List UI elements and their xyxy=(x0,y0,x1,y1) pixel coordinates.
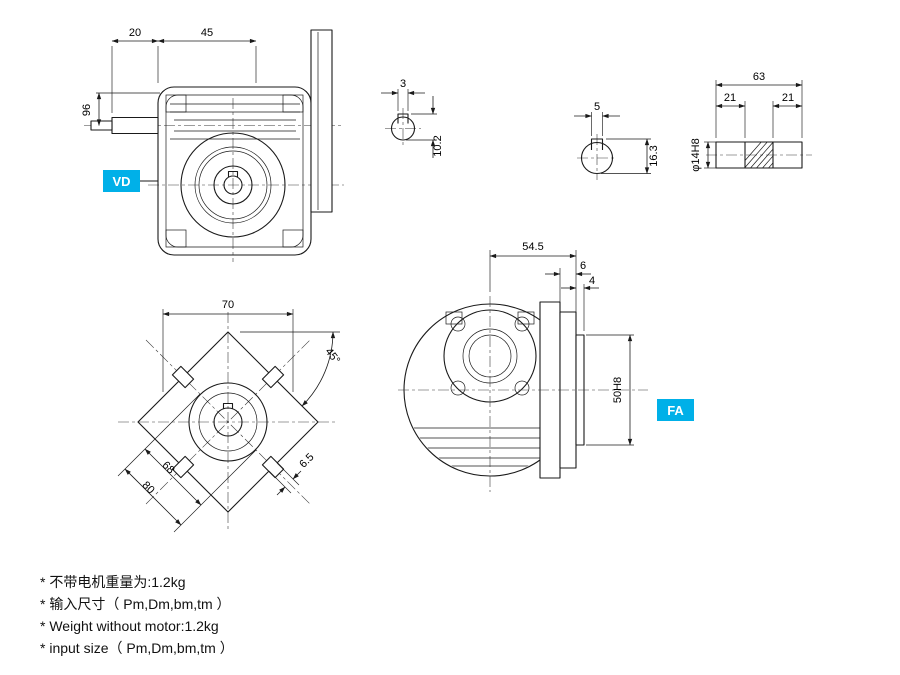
shaft-section-circle2 xyxy=(580,141,614,175)
keyway-slot xyxy=(397,113,409,124)
dim-50h8: 50H8 xyxy=(586,334,634,446)
shaft-section-circle xyxy=(390,116,416,141)
keyway-slot2 xyxy=(590,138,604,150)
notes-block: * 不带电机重量为:1.2kg * 输入尺寸（ Pm,Dm,bm,tm ） * … xyxy=(40,571,234,659)
dim-4: 4 xyxy=(561,275,599,331)
dim-3: 3 xyxy=(381,78,425,111)
hatch-pattern xyxy=(745,142,773,168)
view-shaft-section: 63 21 21 φ14H8 xyxy=(690,71,812,172)
output-ring-circle xyxy=(194,146,272,224)
gearbox-body-inner xyxy=(165,94,304,248)
output-hub-circle xyxy=(213,165,253,205)
dim-80-label: 80 xyxy=(140,479,157,496)
dim-4-label: 4 xyxy=(589,275,595,287)
dim-3-label: 3 xyxy=(400,78,406,90)
note-weight-en: * Weight without motor:1.2kg xyxy=(40,618,219,634)
view-keyway-large: 5 16.3 xyxy=(574,101,660,180)
input-shaft-step xyxy=(111,116,159,135)
dim-20-label: 20 xyxy=(129,27,141,39)
mount-square xyxy=(137,331,319,513)
fa-badge-label: FA xyxy=(667,403,684,418)
dim-63: 63 xyxy=(715,71,803,138)
dim-6: 6 xyxy=(545,260,591,308)
output-bore-circle xyxy=(223,175,243,195)
dim-20-45: 20 45 xyxy=(111,27,257,113)
dim-50h8-label: 50H8 xyxy=(612,377,624,403)
bore-circle xyxy=(213,407,243,437)
corner-bosses xyxy=(165,94,304,248)
vd-badge xyxy=(103,170,140,192)
dim-21-left-label: 21 xyxy=(724,92,736,104)
bore-keyway xyxy=(222,402,234,409)
dim-54-5-label: 54.5 xyxy=(522,241,543,253)
dim-16-3: 16.3 xyxy=(601,138,660,174)
output-ring-circle2 xyxy=(198,150,268,220)
dim-63-label: 63 xyxy=(753,71,765,83)
dim-10-2-label: 10.2 xyxy=(432,135,444,156)
dim-16-3-label: 16.3 xyxy=(648,145,660,166)
dim-96: 96 xyxy=(81,92,160,126)
dim-96-label: 96 xyxy=(81,104,93,116)
dim-5: 5 xyxy=(574,101,620,136)
dim-54-5: 54.5 xyxy=(489,241,577,331)
dim-21-21: 21 21 xyxy=(715,92,803,138)
dim-21-right-label: 21 xyxy=(782,92,794,104)
worm-housing-ribs xyxy=(170,103,300,140)
dim-45-label: 45 xyxy=(201,27,213,39)
note-input-size-cn: * 输入尺寸（ Pm,Dm,bm,tm ） xyxy=(40,596,231,612)
dim-5-label: 5 xyxy=(594,101,600,113)
dim-14h8-label: φ14H8 xyxy=(690,138,702,171)
view-keyway-small: 3 10.2 xyxy=(381,78,444,158)
note-weight-cn: * 不带电机重量为:1.2kg xyxy=(40,574,186,590)
dim-70: 70 xyxy=(162,299,294,392)
dim-6-label: 6 xyxy=(580,260,586,272)
dim-6-5-label: 6.5 xyxy=(297,451,316,470)
dim-10-2: 10.2 xyxy=(406,96,444,158)
view-front: 54.5 6 4 50H8 FA xyxy=(398,241,694,492)
shaft-outline xyxy=(715,141,803,169)
motor-flange-plate xyxy=(310,29,333,213)
view-side: 20 45 96 VD xyxy=(81,27,344,262)
vd-badge-label: VD xyxy=(112,174,130,189)
fa-badge xyxy=(657,399,694,421)
dim-bore-14h8: φ14H8 xyxy=(690,138,716,172)
view-mounting-face: 70 45° 68 80 6.5 xyxy=(117,299,343,533)
dim-68-label: 68 xyxy=(160,459,177,476)
output-boss-circle xyxy=(180,132,286,238)
output-keyway xyxy=(227,170,239,178)
input-shaft-end xyxy=(90,120,113,131)
dim-70-label: 70 xyxy=(222,299,234,311)
dim-45deg-label: 45° xyxy=(323,346,343,367)
bolt-circle xyxy=(188,382,268,462)
dim-68-80: 68 80 xyxy=(117,393,257,533)
flange-bolt-holes xyxy=(450,316,530,396)
hub-circle xyxy=(198,392,258,452)
note-input-size-en: * input size（ Pm,Dm,bm,tm ） xyxy=(40,640,234,656)
